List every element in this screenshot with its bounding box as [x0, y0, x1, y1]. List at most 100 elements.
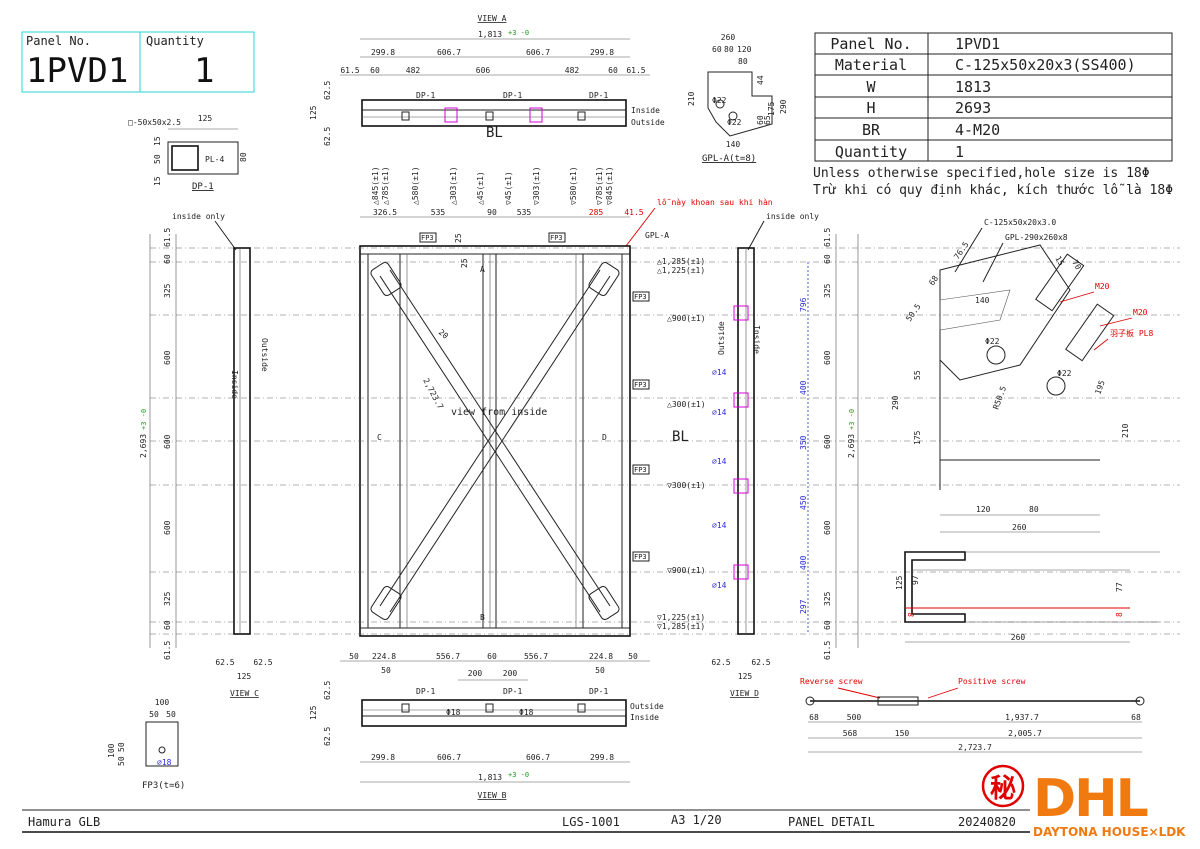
view-b-hole-1: Φ18	[446, 708, 461, 717]
view-c-dim-2: 60	[163, 254, 172, 264]
view-a-title: VIEW A	[478, 14, 507, 23]
dp1-dim-3: 50	[153, 154, 162, 164]
gpla-dim-260: 260	[721, 33, 736, 42]
fp3-tag-3: FP3	[634, 293, 647, 301]
view-d-dim-9: 61.5	[823, 641, 832, 660]
view-a-dim-3: 606.7	[526, 48, 550, 57]
view-d-blue-1: 796	[799, 297, 808, 312]
view-d-bot-1: 62.5	[711, 658, 730, 667]
gusset-dim-3: 50.5	[904, 302, 923, 323]
view-a-dim-4: 299.8	[590, 48, 614, 57]
main-top-dim-1: 326.5	[373, 208, 397, 217]
view-c-bot-3: 125	[237, 672, 252, 681]
spec-note-en: Unless otherwise specified,hole size is …	[813, 166, 1150, 181]
tb-dim-1: 68	[809, 713, 819, 722]
view-a-dp-tag-3: DP-1	[589, 91, 608, 100]
section-dim-97: 97	[911, 575, 920, 585]
view-b-hole-2: Φ18	[519, 708, 534, 717]
gusset-dim-7: 175	[913, 430, 922, 445]
view-d-dim-3: 325	[823, 283, 832, 298]
fp3-dim-3: 50	[166, 710, 176, 719]
dp1-spec: □-50x50x2.5	[128, 118, 181, 127]
gpla-dim-65: 65	[763, 115, 772, 125]
view-a-dp-tag-2: DP-1	[503, 91, 522, 100]
fp3-tag-1: FP3	[421, 234, 434, 242]
fp3-tag-6: FP3	[634, 553, 647, 561]
hole-mark-6: ▽45(±1)	[504, 171, 513, 205]
tb-dim-3: 1,937.7	[1005, 713, 1039, 722]
panel-badge: Panel No. 1PVD1 Quantity 1	[21, 31, 255, 93]
gusset-label-2: GPL-290x260x8	[1005, 233, 1068, 242]
section-dim-260: 260	[1011, 633, 1026, 642]
view-d-dim-1: 61.5	[823, 228, 832, 247]
main-mark-a: A	[480, 265, 485, 274]
hole-mark-7: ▽303(±1)	[532, 166, 541, 205]
gusset-plate: 羽子板 PL8	[1110, 328, 1153, 338]
elev-mark-7: ▽1,225(±1)	[657, 613, 705, 622]
fp3-dim-6: 50	[117, 756, 126, 766]
hole-mark-2: △785(±1)	[381, 166, 390, 205]
view-c-outside: Outside	[260, 338, 269, 372]
fp3-dim-4: 100	[107, 743, 116, 758]
view-a-sub-4: 606	[476, 66, 491, 75]
view-a-dim-1: 299.8	[371, 48, 395, 57]
title-drawing-no: LGS-1001	[562, 815, 620, 829]
badge-quantity-value: 1	[194, 51, 214, 91]
view-a-bl: BL	[486, 125, 503, 141]
gusset-dim-15: 15	[1053, 255, 1066, 268]
gusset-m20-1: M20	[1095, 282, 1110, 291]
elev-mark-2: △1,225(±1)	[657, 266, 705, 275]
main-bot-dim-5: 556.7	[524, 652, 548, 661]
view-a: VIEW A 1,813 +3 -0 299.8 606.7 606.7 299…	[309, 14, 665, 205]
view-a-sub-7: 61.5	[626, 66, 645, 75]
spec-label-panel: Panel No.	[830, 35, 911, 53]
gpla-dim-44: 44	[756, 75, 765, 85]
view-b-dim-3: 606.7	[526, 753, 550, 762]
main-gpl-tag: GPL-A	[645, 231, 669, 240]
main-top-dim-5: 285	[589, 208, 604, 217]
dp1-title: DP-1	[192, 182, 214, 192]
view-a-sub-2: 60	[370, 66, 380, 75]
view-a-side-2: 125	[309, 105, 318, 120]
view-b-total-tol: +3 -0	[508, 771, 529, 779]
gusset-hole-2: Φ22	[1057, 369, 1072, 378]
view-b-dp-tag-3: DP-1	[589, 687, 608, 696]
main-bot-dim-4: 60	[487, 652, 497, 661]
gpla-dim-80b: 80	[738, 57, 748, 66]
title-block: Hamura GLB LGS-1001 A3 1/20 PANEL DETAIL…	[22, 764, 1186, 839]
tb-reverse-screw: Reverse screw	[800, 677, 863, 686]
gusset-dim-5: 55	[913, 370, 922, 380]
view-a-outside: Outside	[631, 118, 665, 127]
view-a-sub-6: 60	[608, 66, 618, 75]
secret-seal-icon	[981, 764, 1025, 808]
view-d-dim-6: 600	[823, 520, 832, 535]
view-d-dim-5: 600	[823, 434, 832, 449]
view-b-side-2: 125	[309, 705, 318, 720]
gusset-dim-4: 140	[975, 296, 990, 305]
title-sheet: A3 1/20	[671, 813, 722, 827]
section-detail: 125 97 77 8 8 260	[895, 551, 1160, 643]
view-c-title: VIEW C	[230, 689, 259, 698]
elev-mark-5: ▽300(±1)	[667, 481, 706, 490]
gusset-dim-9: 80	[1029, 505, 1039, 514]
view-c-total: 2,693	[139, 434, 148, 458]
gusset-dim-12: 195	[1093, 379, 1106, 396]
main-bl: BL	[672, 429, 689, 445]
view-b-dp-tag-1: DP-1	[416, 687, 435, 696]
gusset-dim-11: R50.5	[991, 385, 1008, 411]
spec-value-h: 2693	[955, 99, 991, 117]
fp3-title: FP3(t=6)	[142, 781, 185, 791]
hole-mark-4: △303(±1)	[449, 166, 458, 205]
view-d-label: inside only	[766, 212, 819, 221]
view-b-inside: Inside	[630, 713, 659, 722]
view-a-side-1: 62.5	[323, 81, 332, 100]
spec-label-br: BR	[862, 121, 881, 139]
view-c-dim-1: 61.5	[163, 228, 172, 247]
view-a-total: 1,813	[478, 30, 502, 39]
gusset-dim-2: 68	[927, 274, 940, 287]
main-top-dim-4: 535	[517, 208, 532, 217]
view-a-sub-3: 482	[406, 66, 421, 75]
view-d-total-tol: +3 -0	[848, 409, 856, 430]
spec-label-material: Material	[835, 56, 907, 74]
view-d-blue-2: 400	[799, 380, 808, 395]
